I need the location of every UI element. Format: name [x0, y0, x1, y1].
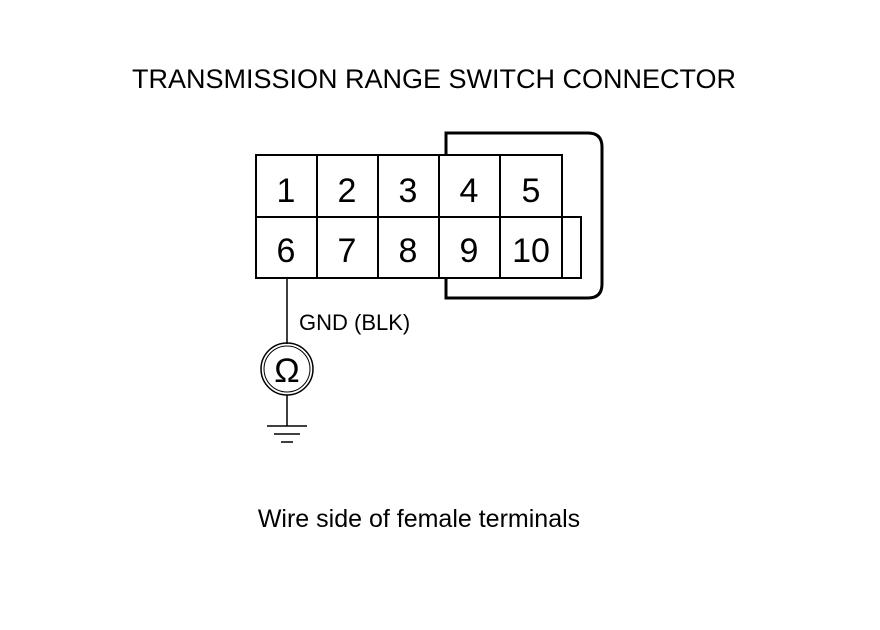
terminal-9: 9: [460, 232, 479, 270]
terminal-5: 5: [522, 172, 541, 210]
cell-dividers: [316, 155, 501, 278]
terminal-4: 4: [460, 172, 479, 210]
terminal-3: 3: [399, 172, 418, 210]
connector-housing-outline: [444, 131, 604, 300]
diagram-caption: Wire side of female terminals: [258, 505, 580, 533]
terminal-top-row: 1 2 3 4 5: [277, 172, 541, 210]
diagram-title: TRANSMISSION RANGE SWITCH CONNECTOR: [132, 64, 736, 94]
terminal-2: 2: [338, 172, 357, 210]
terminal-1: 1: [277, 172, 296, 210]
ohmmeter-icon: Ω: [260, 342, 314, 396]
ground-icon: [267, 425, 307, 443]
terminal-bottom-row: 6 7 8 9 10: [277, 232, 550, 270]
terminal-8: 8: [399, 232, 418, 270]
terminal-10: 10: [512, 232, 550, 270]
ohm-symbol: Ω: [274, 352, 299, 390]
terminal-7: 7: [338, 232, 357, 270]
connector-latch-tab: [561, 216, 582, 279]
terminal-6: 6: [277, 232, 296, 270]
wire-label: GND (BLK): [299, 310, 410, 335]
